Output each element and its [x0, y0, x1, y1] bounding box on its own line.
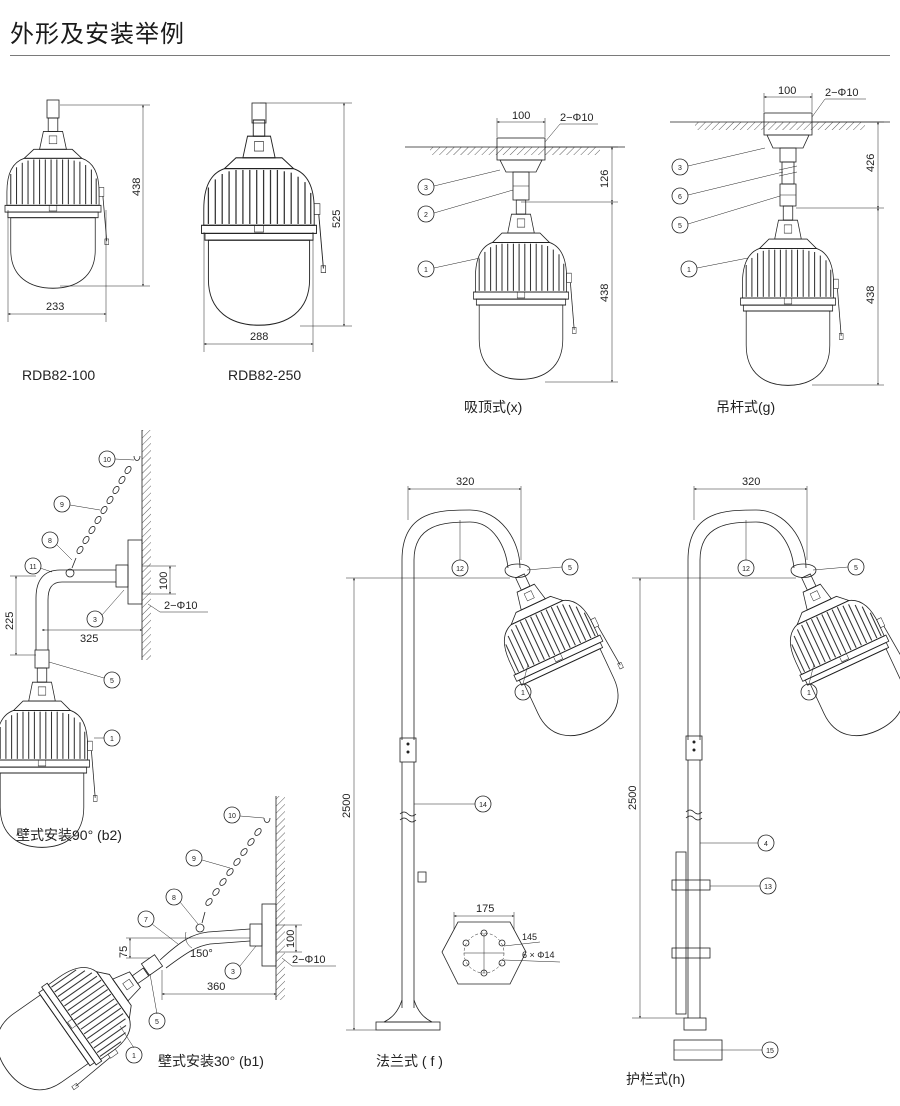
b2-callout-3: 3: [93, 617, 97, 624]
wall-30-drawing: 150° 100 2−Φ10 75 360 10 9 8 7 3 5: [0, 796, 336, 1106]
b1-callout-3: 3: [231, 969, 235, 976]
rdb82-250-drawing: 525 288: [200, 102, 352, 352]
f-callout-5: 5: [568, 565, 572, 572]
b1-callout-8: 8: [172, 895, 176, 902]
rdb250-width-dim: 288: [250, 331, 268, 343]
b1-angle-dim: 150°: [190, 948, 213, 960]
b1-callout-10: 10: [228, 813, 236, 820]
b1-callout-9: 9: [192, 856, 196, 863]
h-callout-4: 4: [764, 841, 768, 848]
rdb100-width-dim: 233: [46, 301, 64, 313]
h-callout-13: 13: [764, 884, 772, 891]
rail-mount-drawing: 320 2500 12 5 1 4 13 15: [627, 476, 900, 1061]
caption-ceiling-mount: 吸顶式(x): [464, 399, 522, 415]
g-callout-3: 3: [678, 165, 682, 172]
f-height-dim: 2500: [341, 794, 353, 818]
b2-callout-8: 8: [48, 538, 52, 545]
x-h2-dim: 438: [599, 284, 611, 302]
caption-wall-30: 壁式安装30° (b1): [158, 1053, 264, 1069]
flange-pcd-dim: 145: [522, 932, 537, 942]
b2-callout-10: 10: [103, 457, 111, 464]
flange-width-dim: 175: [476, 903, 494, 915]
caption-flange-mount: 法兰式 ( f ): [376, 1053, 443, 1069]
g-hole-dim: 2−Φ10: [825, 87, 859, 99]
h-callout-15: 15: [766, 1048, 774, 1055]
g-h1-dim: 426: [865, 154, 877, 172]
h-callout-1: 1: [807, 690, 811, 697]
b1-callout-1: 1: [132, 1053, 136, 1060]
rdb250-height-dim: 525: [331, 210, 343, 228]
caption-rdb82-100: RDB82-100: [22, 367, 95, 383]
x-callout-3: 3: [424, 185, 428, 192]
h-callout-5: 5: [854, 565, 858, 572]
f-callout-12: 12: [456, 566, 464, 573]
caption-rdb82-250: RDB82-250: [228, 367, 301, 383]
h-callout-12: 12: [742, 566, 750, 573]
wall-90-drawing: 100 2−Φ10 225 325 10 9 8 11 3 5 1: [0, 430, 208, 849]
b2-callout-9: 9: [60, 502, 64, 509]
title-divider: [10, 55, 890, 56]
rdb100-height-dim: 438: [131, 178, 143, 196]
x-width-dim: 100: [512, 110, 530, 122]
ceiling-mount-drawing: 100 2−Φ10 126 438 3 2 1: [405, 110, 625, 383]
rdb82-100-drawing: 438 233: [4, 99, 150, 322]
b2-hole-dim: 2−Φ10: [164, 600, 198, 612]
rod-mount-drawing: 100 2−Φ10 426 438 3 6 5 1: [670, 85, 890, 387]
b2-callout-5: 5: [110, 678, 114, 685]
caption-rod-mount: 吊杆式(g): [716, 399, 775, 415]
page-title: 外形及安装举例: [10, 20, 185, 48]
b1-height-dim: 75: [118, 946, 130, 958]
b1-plate-dim: 100: [285, 930, 297, 948]
x-callout-2: 2: [424, 212, 428, 219]
caption-wall-90: 壁式安装90° (b2): [16, 827, 122, 843]
g-callout-1: 1: [687, 267, 691, 274]
b1-hole-dim: 2−Φ10: [292, 954, 326, 966]
flange-mount-drawing: 320 2500 12 5 1 14 175 145 6 × Φ14: [341, 476, 643, 1031]
g-callout-5: 5: [678, 223, 682, 230]
h-height-dim: 2500: [627, 786, 639, 810]
b1-callout-5: 5: [155, 1019, 159, 1026]
g-width-dim: 100: [778, 85, 796, 97]
b2-callout-11: 11: [29, 564, 36, 571]
x-callout-1: 1: [424, 267, 428, 274]
b2-callout-1: 1: [110, 736, 114, 743]
f-callout-1: 1: [521, 690, 525, 697]
h-width-dim: 320: [742, 476, 760, 488]
b2-width-dim: 325: [80, 633, 98, 645]
g-h2-dim: 438: [865, 286, 877, 304]
f-callout-14: 14: [479, 802, 487, 809]
b2-height-dim: 225: [4, 612, 16, 630]
b1-callout-7: 7: [144, 917, 148, 924]
caption-rail-mount: 护栏式(h): [626, 1071, 685, 1087]
x-hole-dim: 2−Φ10: [560, 112, 594, 124]
f-width-dim: 320: [456, 476, 474, 488]
b2-plate-dim: 100: [158, 572, 170, 590]
b1-width-dim: 360: [207, 981, 225, 993]
flange-holes-dim: 6 × Φ14: [522, 950, 554, 960]
x-h1-dim: 126: [599, 170, 611, 188]
g-callout-6: 6: [678, 194, 682, 201]
